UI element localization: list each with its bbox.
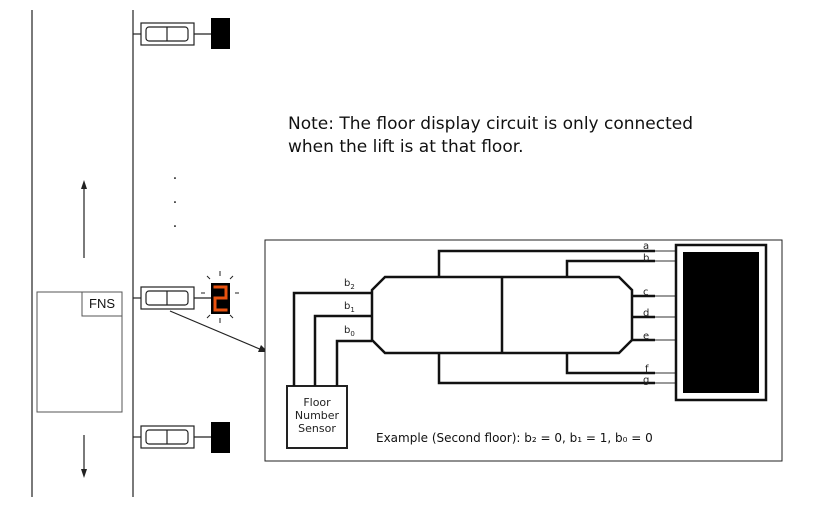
input-label-b2: b2 (344, 278, 355, 291)
fns-sensor-box (81, 291, 123, 317)
floor-display-off (211, 422, 230, 453)
segment-label-d: d (643, 308, 650, 319)
up-arrow-icon (81, 180, 87, 258)
segment-label-a: a (643, 241, 650, 252)
segment-label-e: e (643, 331, 650, 342)
detail-pointer-arrow (169, 310, 268, 352)
down-arrow-icon (81, 435, 87, 478)
seven-segment-display-face (683, 252, 759, 393)
digit-2-segments (213, 285, 228, 312)
thin-leads (655, 250, 676, 384)
floor-number-sensor-label: Floor Number Sensor (294, 396, 340, 435)
floor-unit-bottom (133, 422, 230, 453)
floor-display-off (211, 18, 230, 49)
note-line-2: when the lift is at that floor. (288, 137, 524, 157)
floor-unit-current (133, 271, 239, 323)
fns-label: FNS (89, 296, 115, 311)
floor-number-sensor-box (286, 385, 348, 449)
input-wires (292, 291, 372, 386)
input-label-b0: b0 (344, 325, 355, 338)
segment-label-g: g (643, 375, 650, 386)
input-label-b1: b1 (344, 301, 355, 314)
note-text: Note: The floor display circuit is only … (288, 113, 728, 159)
segment-label-c: c (643, 287, 649, 298)
ellipsis-dots: ... (172, 167, 178, 231)
segment-label-b: b (643, 253, 650, 264)
floor-unit-top (133, 18, 230, 49)
example-text: Example (Second floor): b₂ = 0, b₁ = 1, … (376, 431, 653, 445)
note-line-1: Note: The floor display circuit is only … (288, 114, 694, 134)
glow-rays (201, 271, 239, 323)
segment-label-f: f (645, 364, 649, 375)
output-wires (437, 249, 655, 385)
